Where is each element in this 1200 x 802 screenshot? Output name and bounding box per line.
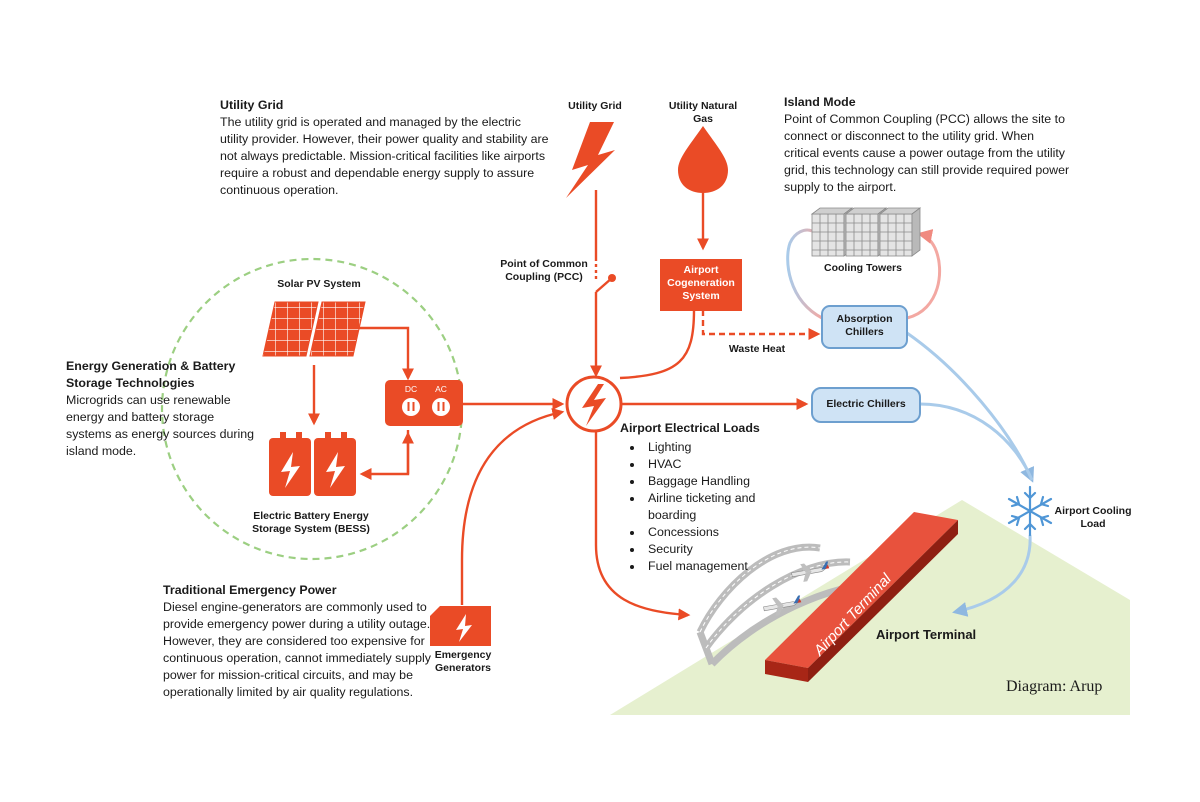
island-mode-body: Point of Common Coupling (PCC) allows th… [784, 112, 1070, 194]
emergency-generators-label: Emergency Generators [434, 649, 492, 674]
emergency-power-description: Traditional Emergency Power Diesel engin… [163, 582, 438, 701]
emergency-power-body: Diesel engine-generators are commonly us… [163, 600, 431, 699]
cooling-towers-label: Cooling Towers [824, 262, 902, 274]
loads-title: Airport Electrical Loads [620, 421, 760, 435]
battery-icon [269, 432, 356, 496]
waste-heat-label: Waste Heat [728, 343, 786, 355]
airplane-icon [791, 561, 830, 582]
lightning-icon [566, 122, 615, 198]
list-item: Concessions [644, 524, 778, 541]
power-hub [565, 375, 623, 433]
list-item: Security [644, 541, 778, 558]
utility-grid-description: Utility Grid The utility grid is operate… [220, 97, 550, 199]
utility-grid-title: Utility Grid [220, 98, 284, 112]
airplane-icon [763, 595, 802, 616]
switch-icon [595, 274, 616, 293]
airport-electrical-loads: Airport Electrical Loads Lighting HVAC B… [620, 420, 778, 575]
island-mode-description: Island Mode Point of Common Coupling (PC… [784, 94, 1070, 196]
list-item: Baggage Handling [644, 473, 778, 490]
energy-flows [308, 185, 821, 621]
energy-generation-title: Energy Generation & Battery Storage Tech… [66, 359, 236, 390]
gas-drop-icon [678, 126, 728, 193]
airport-terminal-label: Airport Terminal [876, 627, 977, 642]
loads-list: Lighting HVAC Baggage Handling Airline t… [620, 439, 778, 575]
island-mode-title: Island Mode [784, 95, 856, 109]
list-item: Lighting [644, 439, 778, 456]
airport-cooling-load-label: Airport Cooling Load [1054, 505, 1132, 530]
utility-grid-label: Utility Grid [568, 100, 622, 112]
absorption-chillers-box [821, 305, 908, 349]
solar-pv-label: Solar PV System [277, 278, 361, 290]
solar-panel-icon [262, 301, 366, 357]
bess-label: Electric Battery Energy Storage System (… [252, 510, 370, 535]
cooling-flows [786, 228, 1035, 617]
electric-chillers-box [811, 387, 921, 423]
list-item: Fuel management [644, 558, 778, 575]
absorption-chillers-label: Absorption Chillers [836, 313, 893, 338]
utility-natural-gas-label: Utility Natural Gas [668, 100, 738, 125]
energy-generation-body: Microgrids can use renewable energy and … [66, 393, 255, 458]
generator-icon [430, 606, 491, 646]
ac-label: AC [435, 384, 447, 394]
electric-chillers-label: Electric Chillers [826, 398, 906, 410]
cogeneration-box [660, 259, 742, 311]
lightning-icon [582, 384, 606, 426]
cogeneration-label: Airport Cogeneration System [667, 264, 735, 302]
energy-generation-description: Energy Generation & Battery Storage Tech… [66, 358, 254, 460]
inverter-outlet-icon [385, 380, 463, 426]
list-item: Airline ticketing and boarding [644, 490, 778, 524]
terminal-building [765, 512, 958, 682]
utility-grid-body: The utility grid is operated and managed… [220, 115, 549, 197]
cooling-tower-icon [810, 207, 922, 257]
pcc-label: Point of Common Coupling (PCC) [500, 258, 588, 283]
dc-label: DC [404, 384, 418, 394]
diagram-credit: Diagram: Arup [1006, 678, 1103, 695]
emergency-power-title: Traditional Emergency Power [163, 583, 337, 597]
list-item: HVAC [644, 456, 778, 473]
snowflake-icon [1007, 485, 1053, 537]
